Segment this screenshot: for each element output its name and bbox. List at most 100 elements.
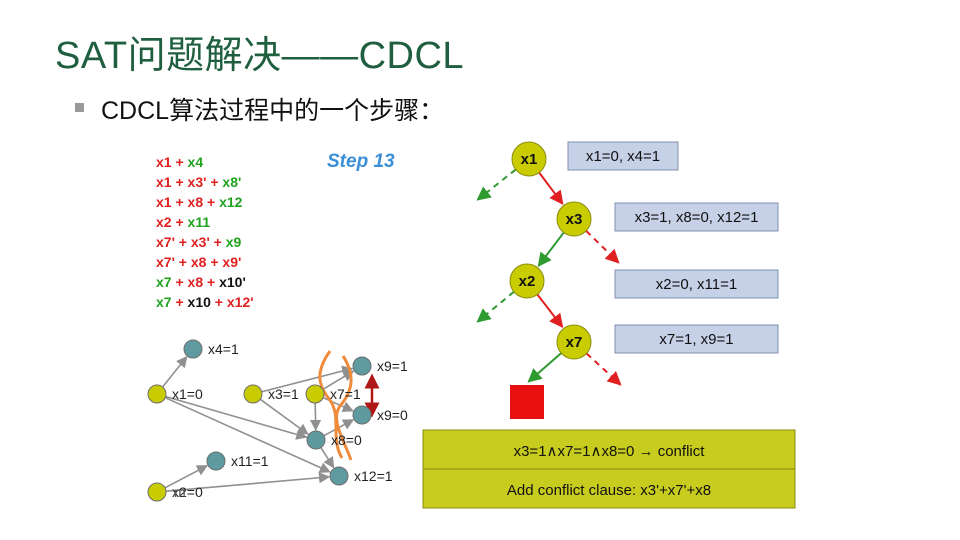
- decision-node: [509, 263, 545, 299]
- clause-7: x7 + x8 + x10': [156, 274, 246, 290]
- clause-literal: x12: [219, 194, 243, 210]
- implication-node-label: x3=1: [268, 386, 299, 402]
- clause-literal: +: [175, 254, 191, 270]
- assignment-text: x3=1, x8=0, x12=1: [635, 209, 759, 226]
- conflict-marker: [510, 385, 544, 419]
- implication-node-label: x8=0: [331, 432, 362, 448]
- clause-literal: x3': [188, 174, 207, 190]
- clause-literal: +: [206, 174, 222, 190]
- implication-edge: [161, 355, 188, 388]
- step-label: Step 13: [327, 151, 395, 172]
- decision-node: [511, 141, 547, 177]
- implication-node: [305, 384, 325, 404]
- implication-edge: [165, 472, 331, 493]
- clause-literal: +: [172, 194, 188, 210]
- clause-literal: +: [210, 234, 226, 250]
- implication-node: [243, 384, 263, 404]
- decision-edge: [585, 230, 620, 264]
- clause-2: x1 + x3' + x8': [156, 174, 241, 190]
- clause-4: x2 + x11: [156, 214, 210, 230]
- clause-literal: +: [172, 214, 188, 230]
- clause-literal: x7: [156, 274, 172, 290]
- clause-3: x1 + x8 + x12: [156, 194, 243, 210]
- implication-node-label: x9=0: [377, 407, 408, 423]
- clause-literal: x7: [156, 294, 172, 310]
- implication-edges: [161, 355, 355, 493]
- clause-8: x7 + x10 + x12': [156, 294, 254, 310]
- implication-node: [352, 356, 372, 376]
- clause-literal: x8': [222, 174, 241, 190]
- clause-literal: x7': [156, 234, 175, 250]
- implication-node: [147, 384, 167, 404]
- implication-node: [206, 451, 226, 471]
- implication-node: [329, 466, 349, 486]
- decision-edge: [585, 352, 622, 386]
- clause-literal: x12': [227, 294, 254, 310]
- cut-line-left: [318, 350, 344, 459]
- learned-clause-box: [422, 468, 796, 509]
- implication-edge: [259, 398, 309, 435]
- clause-literal: x1: [156, 194, 172, 210]
- clause-5: x7' + x3' + x9: [156, 234, 242, 250]
- implication-node: [352, 405, 372, 425]
- clause-literal: x11: [188, 214, 211, 230]
- decision-edge: [476, 168, 517, 201]
- decision-edge: [527, 352, 562, 383]
- implication-node: [147, 482, 167, 502]
- conflict-text: x3=1∧x7=1∧x8=0 → conflict: [514, 443, 706, 460]
- assignment-box: [567, 141, 679, 171]
- assignment-text: x7=1, x9=1: [659, 331, 733, 348]
- clause-literal: x8: [188, 274, 204, 290]
- decision-node-label: x7: [566, 334, 583, 351]
- clause-literal: +: [172, 154, 188, 170]
- clause-literal: x1: [156, 154, 172, 170]
- bullet-square-icon: [75, 103, 84, 112]
- clause-literal: +: [172, 274, 188, 290]
- decision-edge: [536, 293, 564, 329]
- decision-node: [556, 324, 592, 360]
- clause-literal: x8: [188, 194, 204, 210]
- implication-edge: [309, 402, 322, 432]
- clause-literal: +: [172, 294, 188, 310]
- implication-node: [306, 430, 326, 450]
- clause-literal: x3': [191, 234, 210, 250]
- implication-edge: [164, 464, 209, 489]
- implication-node-label: x2=0: [172, 484, 203, 500]
- assignment-box: [614, 324, 779, 354]
- clause-1: x1 + x4: [156, 154, 203, 170]
- implication-edge: [164, 396, 331, 473]
- implication-node-label: x9=1: [377, 358, 408, 374]
- implication-edge: [165, 395, 308, 440]
- decision-edges: [476, 168, 622, 386]
- clause-literal: x2: [156, 214, 172, 230]
- implication-edge: [322, 370, 355, 391]
- cut-line-right: [335, 355, 353, 461]
- implication-node-label: x11=1: [231, 453, 269, 469]
- assignment-box: [614, 269, 779, 299]
- implication-node-label: x12=1: [354, 468, 393, 484]
- decision-edge: [538, 172, 564, 205]
- learned-clause-text: Add conflict clause: x3'+x7'+x8: [507, 482, 711, 499]
- assignment-text: x1=0, x4=1: [586, 148, 660, 165]
- clause-literal: x8: [191, 254, 207, 270]
- assignment-box: [614, 202, 779, 232]
- clause-literal: x9: [226, 234, 242, 250]
- clause-literal: +: [203, 274, 219, 290]
- clause-literal: +: [172, 174, 188, 190]
- clause-literal: x4: [188, 154, 204, 170]
- clause-literal: +: [211, 294, 227, 310]
- conflict-box: [422, 429, 796, 470]
- clause-literal: +: [175, 234, 191, 250]
- implication-edge: [261, 365, 354, 393]
- decision-edge: [537, 231, 565, 267]
- assignment-boxes: x1=0, x4=1x3=1, x8=0, x12=1x2=0, x11=1x7…: [567, 141, 779, 354]
- clause-literal: x10: [188, 294, 212, 310]
- decision-node-label: x1: [521, 151, 538, 168]
- page-title: SAT问题解决——CDCL: [55, 35, 465, 77]
- clause-literal: x10': [219, 274, 246, 290]
- clause-literal: x1: [156, 174, 172, 190]
